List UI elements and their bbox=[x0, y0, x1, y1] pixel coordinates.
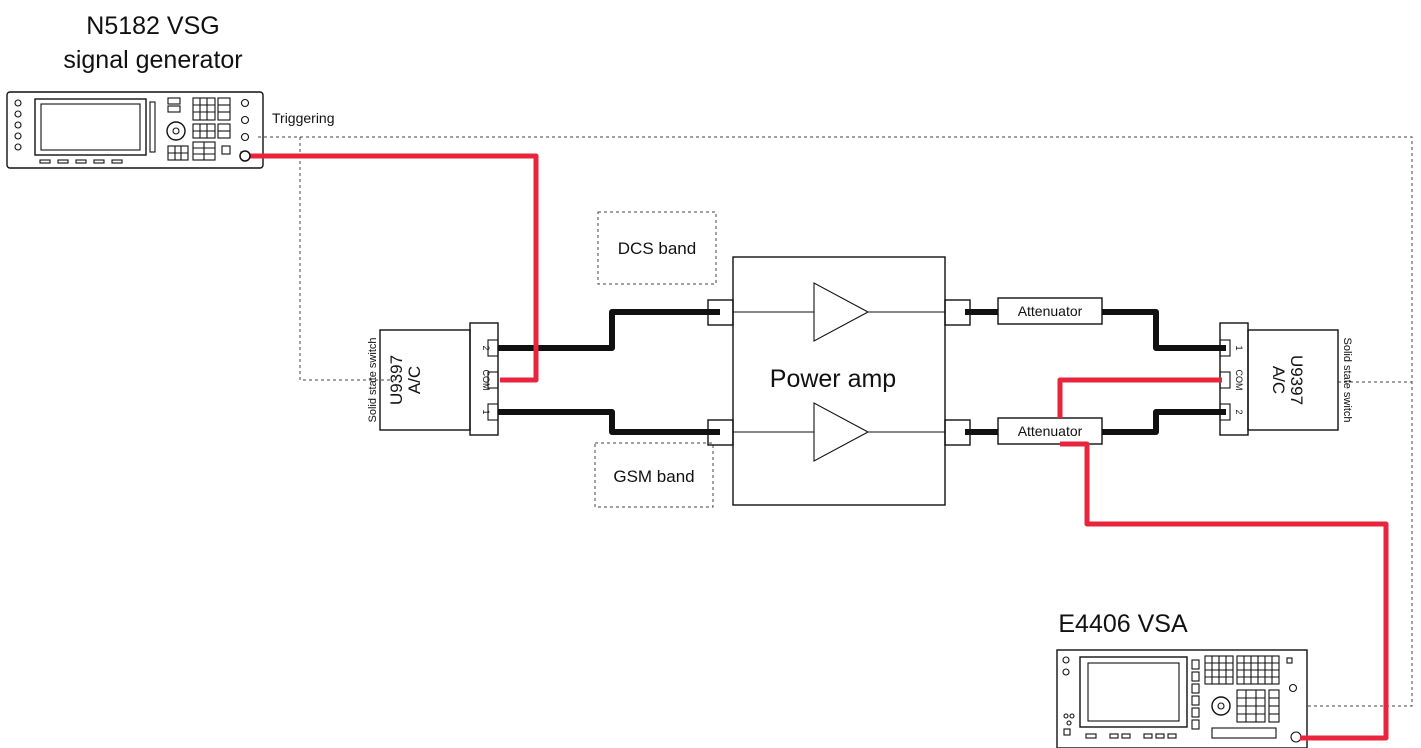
red-cables bbox=[250, 153, 1389, 741]
right-solid-state-switch: U9397 A/C Solid state switch 1 COM 2 bbox=[1219, 322, 1353, 436]
attenuator-bottom: Attenuator bbox=[997, 417, 1103, 445]
power-amp-label: Power amp bbox=[770, 365, 896, 393]
attenuator-top-label: Attenuator bbox=[1018, 303, 1083, 319]
signal-generator-instrument bbox=[6, 91, 264, 169]
black-cables bbox=[498, 309, 1226, 435]
left-switch-side-label: Solid state switch bbox=[367, 338, 379, 423]
attenuator-top: Attenuator bbox=[997, 297, 1103, 325]
left-switch-port-bottom: 1 bbox=[481, 409, 491, 414]
left-solid-state-switch: U9397 A/C Solid state switch 2 COM 1 bbox=[367, 322, 499, 436]
signal-analyzer-title: E4406 VSA bbox=[1058, 610, 1188, 638]
attenuator-bottom-label: Attenuator bbox=[1018, 423, 1083, 439]
signal-generator-rf-output bbox=[239, 150, 251, 162]
left-switch-port-top: 2 bbox=[481, 345, 491, 350]
trigger-lines bbox=[258, 136, 1413, 707]
signal-generator-title: N5182 VSG bbox=[86, 12, 219, 40]
right-switch-port-com: COM bbox=[1234, 370, 1244, 391]
triggering-label: Triggering bbox=[272, 110, 335, 126]
gsm-band-box: GSM band bbox=[594, 442, 714, 508]
right-switch-variant: A/C bbox=[1269, 366, 1288, 394]
right-switch-port-top: 1 bbox=[1234, 345, 1244, 350]
left-switch-port-com: COM bbox=[481, 370, 491, 391]
power-amp: Power amp bbox=[707, 256, 971, 506]
right-switch-model: U9397 bbox=[1287, 355, 1306, 405]
left-switch-model: U9397 bbox=[387, 355, 406, 405]
gsm-band-label: GSM band bbox=[613, 467, 694, 486]
dcs-band-label: DCS band bbox=[618, 239, 696, 258]
left-switch-variant: A/C bbox=[405, 366, 424, 394]
signal-analyzer: E4406 VSA bbox=[1056, 610, 1308, 748]
signal-generator-subtitle: signal generator bbox=[63, 46, 242, 74]
signal-analyzer-instrument bbox=[1056, 649, 1308, 748]
right-switch-port-bottom: 2 bbox=[1234, 409, 1244, 414]
signal-generator: N5182 VSG signal generator bbox=[6, 12, 335, 169]
dcs-band-box: DCS band bbox=[597, 211, 717, 285]
right-switch-side-label: Solid state switch bbox=[1341, 338, 1353, 423]
